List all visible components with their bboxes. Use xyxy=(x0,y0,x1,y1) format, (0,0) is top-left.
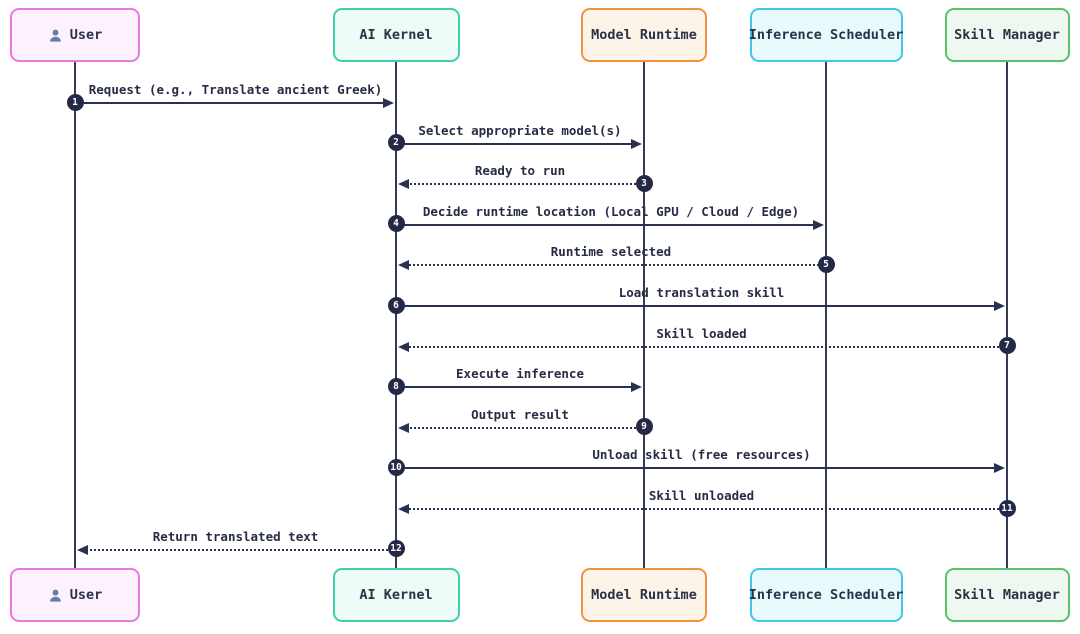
message-label-8: Execute inference xyxy=(456,366,584,382)
message-label-7: Skill loaded xyxy=(656,325,747,341)
person-icon xyxy=(49,589,61,602)
message-line-5 xyxy=(402,264,826,267)
message-line-1 xyxy=(75,102,390,104)
actor-box-ai-kernel-bottom: AI Kernel xyxy=(332,568,460,622)
message-label-10: Unload skill (free resources) xyxy=(592,447,811,463)
actor-label: Skill Manager xyxy=(954,27,1060,43)
arrowhead-7 xyxy=(398,341,409,352)
arrowhead-6 xyxy=(994,301,1005,311)
arrowhead-9 xyxy=(398,422,409,433)
message-label-1: Request (e.g., Translate ancient Greek) xyxy=(88,82,383,97)
lifeline-ai-kernel xyxy=(395,62,397,568)
actor-box-user-bottom: User xyxy=(10,568,140,622)
message-number-1: 1 xyxy=(66,93,84,111)
message-line-3 xyxy=(402,183,644,186)
actor-box-model-runtime-top: Model Runtime xyxy=(581,8,707,62)
message-line-11 xyxy=(402,508,1007,510)
message-number-6: 6 xyxy=(387,296,405,314)
actor-box-skill-manager-top: Skill Manager xyxy=(944,8,1070,62)
arrowhead-3 xyxy=(398,179,409,190)
message-number-9: 9 xyxy=(635,418,653,436)
message-line-6 xyxy=(396,305,1001,307)
actor-label: AI Kernel xyxy=(359,587,433,603)
message-label-2: Select appropriate model(s) xyxy=(418,122,622,138)
arrowhead-10 xyxy=(994,463,1005,474)
actor-label: Skill Manager xyxy=(954,587,1060,603)
person-icon xyxy=(49,29,61,42)
actor-box-skill-manager-bottom: Skill Manager xyxy=(944,568,1070,622)
actor-box-inference-scheduler-top: Inference Scheduler xyxy=(748,8,904,62)
message-label-3: Ready to run xyxy=(474,163,566,179)
message-line-4 xyxy=(396,223,820,226)
actor-label: User xyxy=(69,27,103,43)
actor-box-model-runtime-bottom: Model Runtime xyxy=(581,568,707,622)
arrowhead-2 xyxy=(631,138,642,149)
actor-label: AI Kernel xyxy=(359,27,433,43)
lifeline-skill-manager xyxy=(1006,62,1008,568)
arrowhead-4 xyxy=(813,219,824,230)
lifeline-user xyxy=(74,62,76,568)
person-icon xyxy=(48,588,63,603)
arrowhead-5 xyxy=(398,260,409,271)
message-number-4: 4 xyxy=(387,215,405,233)
actor-box-user-top: User xyxy=(10,8,140,62)
message-label-6: Load translation skill xyxy=(618,285,785,300)
message-number-10: 10 xyxy=(387,458,405,476)
actor-label: Inference Scheduler xyxy=(748,27,904,43)
message-number-12: 12 xyxy=(387,540,405,558)
message-line-10 xyxy=(396,467,1001,470)
actor-box-inference-scheduler-bottom: Inference Scheduler xyxy=(748,568,904,622)
message-number-3: 3 xyxy=(635,174,653,192)
message-number-8: 8 xyxy=(387,377,405,395)
arrowhead-12 xyxy=(77,544,88,555)
message-number-11: 11 xyxy=(998,499,1016,517)
message-number-2: 2 xyxy=(387,134,405,152)
arrowhead-11 xyxy=(398,504,409,514)
message-label-5: Runtime selected xyxy=(550,244,672,260)
person-icon xyxy=(48,28,63,43)
actor-box-ai-kernel-top: AI Kernel xyxy=(332,8,460,62)
arrowhead-1 xyxy=(383,98,394,108)
message-line-7 xyxy=(402,345,1007,348)
actor-label: Inference Scheduler xyxy=(748,587,904,603)
lifeline-model-runtime xyxy=(643,62,645,568)
message-line-12 xyxy=(81,548,396,551)
message-label-4: Decide runtime location (Local GPU / Clo… xyxy=(422,203,800,219)
actor-label: Model Runtime xyxy=(591,27,697,43)
message-label-11: Skill unloaded xyxy=(648,488,755,503)
message-label-12: Return translated text xyxy=(152,528,319,544)
arrowhead-8 xyxy=(631,382,642,393)
message-line-2 xyxy=(396,142,638,145)
actor-label: User xyxy=(69,587,103,603)
message-line-8 xyxy=(396,386,638,389)
actor-label: Model Runtime xyxy=(591,587,697,603)
message-number-5: 5 xyxy=(817,255,835,273)
lifeline-inference-scheduler xyxy=(825,62,827,568)
message-label-9: Output result xyxy=(471,406,569,422)
message-line-9 xyxy=(402,426,644,429)
message-number-7: 7 xyxy=(998,337,1016,355)
